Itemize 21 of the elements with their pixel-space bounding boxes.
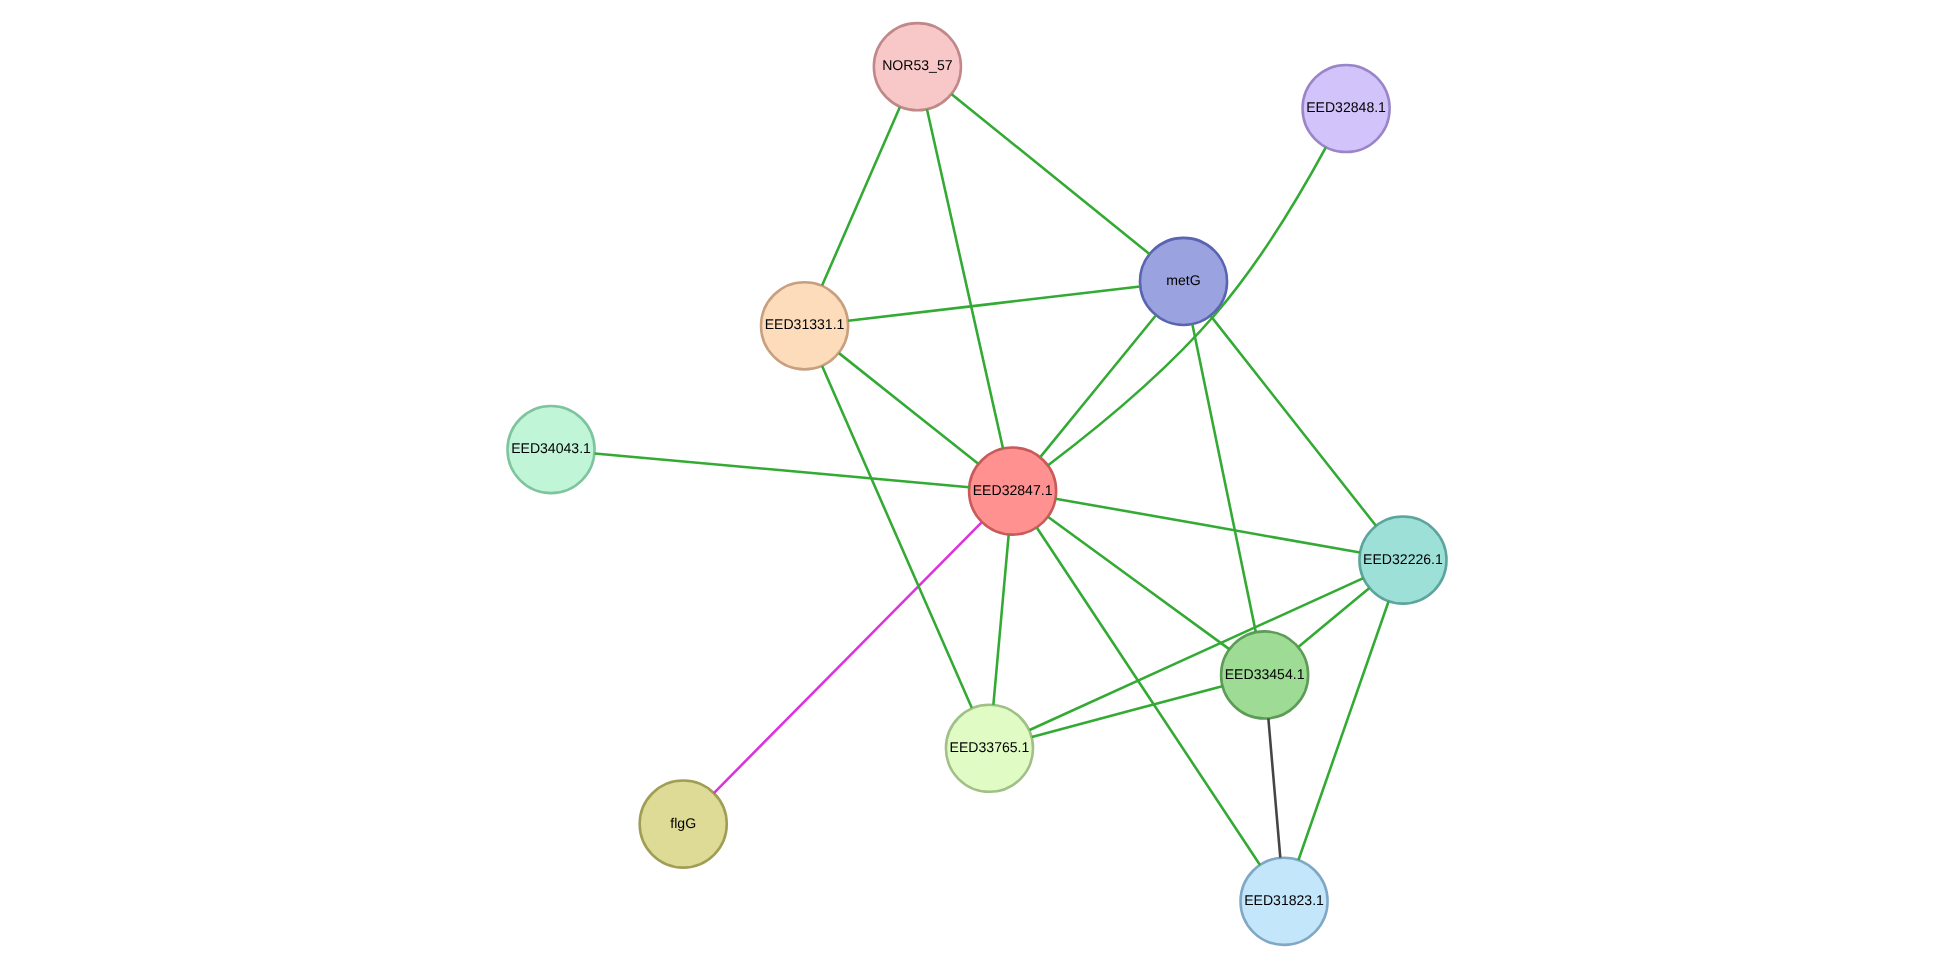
connector [711,520,982,793]
connector [1046,145,1326,466]
connector [1038,313,1156,457]
connector [1034,525,1261,865]
connector [1208,314,1376,526]
connector [1046,515,1229,650]
connector [593,451,969,488]
connector [1296,586,1369,647]
connector [1028,575,1363,731]
connector [949,92,1150,254]
connector [991,533,1009,704]
connector [1030,684,1222,738]
connector [846,284,1140,321]
connector [1190,323,1257,632]
connector [1266,717,1281,857]
connector [924,108,1004,448]
connector [1054,496,1360,553]
connector [819,364,972,708]
connector [819,105,900,286]
connector [837,351,979,464]
connector [1296,599,1389,860]
